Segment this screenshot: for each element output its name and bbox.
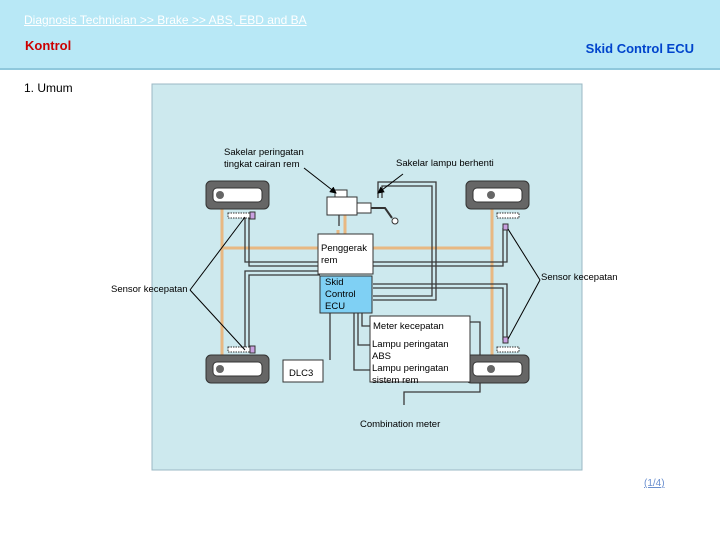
ecu-label-3: ECU: [325, 301, 345, 312]
callout-lines: [189, 167, 541, 351]
fluid-switch-label-1: Sakelar peringatan: [224, 147, 304, 158]
wheel-front-right: [465, 180, 530, 210]
abs-warning-label-1: Lampu peringatan: [372, 339, 449, 350]
header-bar: Diagnosis Technician >> Brake >> ABS, EB…: [0, 0, 720, 70]
actuator-label-1: Penggerak: [321, 243, 367, 254]
speedometer-label: Meter kecepatan: [373, 321, 444, 332]
master-cylinder: [326, 189, 399, 225]
actuator-label-2: rem: [321, 255, 337, 266]
ecu-label-2: Control: [325, 289, 356, 300]
brake-warning-label-2: sistem rem: [372, 375, 419, 386]
wheel-front-left: [205, 180, 270, 210]
brake-actuator: [317, 233, 374, 275]
abs-warning-label-2: ABS: [372, 351, 391, 362]
brake-lines: [220, 207, 494, 355]
speed-sensor-left-label: Sensor kecepatan: [111, 284, 188, 295]
dlc3-connector: [282, 359, 324, 383]
page-indicator-link[interactable]: (1/4): [644, 478, 665, 489]
combination-meter: [369, 315, 471, 383]
page-title: Skid Control ECU: [585, 41, 694, 56]
speed-sensor-rotors: [227, 211, 520, 354]
stop-lamp-switch-label: Sakelar lampu berhenti: [396, 158, 494, 169]
ecu-label-1: Skid: [325, 277, 343, 288]
combination-meter-label: Combination meter: [360, 419, 440, 430]
breadcrumb[interactable]: Diagnosis Technician >> Brake >> ABS, EB…: [24, 13, 307, 27]
wheel-rear-left: [205, 354, 270, 384]
skid-control-ecu: [319, 275, 373, 314]
section-heading: Kontrol: [25, 38, 72, 53]
wheel-rear-right: [465, 354, 530, 384]
speed-sensor-right-label: Sensor kecepatan: [541, 272, 618, 283]
fluid-switch-label-2: tingkat cairan rem: [224, 159, 300, 170]
subsection-title: 1. Umum: [24, 81, 73, 95]
dlc3-label: DLC3: [289, 368, 313, 379]
brake-warning-label-1: Lampu peringatan: [372, 363, 449, 374]
